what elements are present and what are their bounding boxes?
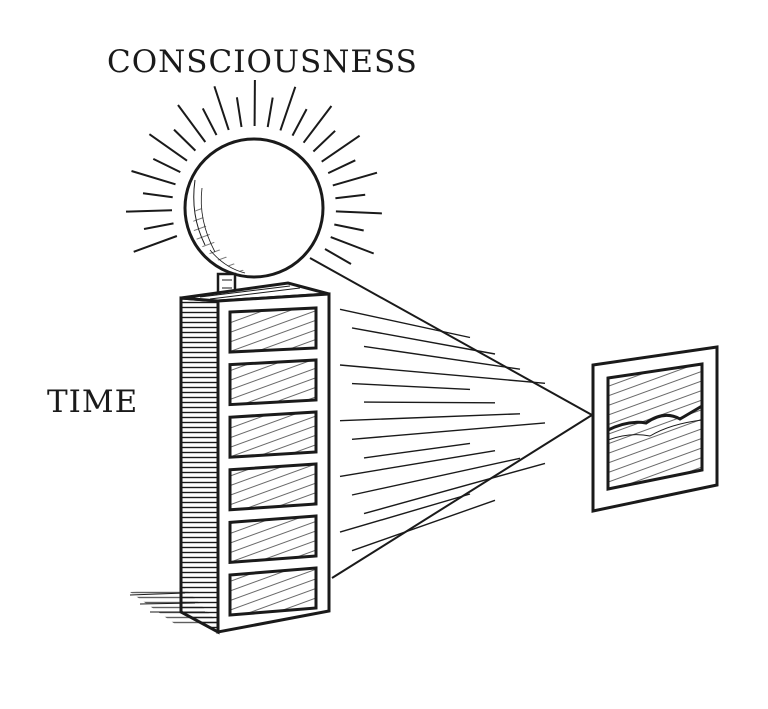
beam-streak [364, 443, 470, 458]
column-segment [230, 360, 316, 405]
sun-ray [336, 211, 382, 213]
beam-streak [340, 414, 520, 421]
sun-ray [335, 195, 365, 199]
sun-ray [322, 136, 360, 162]
sun-ray [237, 97, 242, 127]
beam-streak [364, 463, 545, 513]
sun-ray [293, 109, 307, 136]
time-column [181, 283, 329, 632]
sun-ray [313, 131, 335, 152]
sun-ray [325, 249, 351, 264]
sun-ray [126, 210, 172, 211]
beam-edge [310, 258, 592, 415]
sun-ray [333, 173, 377, 186]
sun-ray [153, 159, 180, 172]
beam-streak [352, 423, 545, 439]
column-segment [230, 412, 316, 457]
sun-ray [144, 223, 174, 229]
time-label: TIME [47, 384, 138, 420]
column-segment [230, 464, 316, 510]
column-segment [230, 308, 316, 352]
sun-ray [214, 86, 228, 130]
sun-ray [143, 193, 173, 197]
column-segment [230, 516, 316, 562]
sun-ray [268, 98, 273, 128]
beam-streak [364, 346, 520, 369]
projection-beam [310, 258, 592, 578]
beam-streak [340, 309, 470, 337]
beam-streak [340, 494, 470, 532]
framed-picture [593, 347, 717, 511]
sun-ray [331, 237, 374, 253]
sun-ray [203, 108, 217, 135]
sun-ray [328, 160, 355, 173]
beam-streak [352, 384, 470, 390]
sun-ray [174, 130, 195, 151]
column-segment [230, 568, 316, 615]
beam-streak [352, 328, 495, 354]
sun-ray [132, 171, 176, 184]
beam-streak [340, 451, 495, 477]
sun-ray [334, 225, 363, 231]
sun-orb [185, 139, 323, 277]
consciousness-label: CONSCIOUSNESS [107, 44, 418, 80]
beam-streak [364, 402, 495, 403]
sun-ray [280, 87, 295, 131]
sun-ray [134, 236, 177, 252]
